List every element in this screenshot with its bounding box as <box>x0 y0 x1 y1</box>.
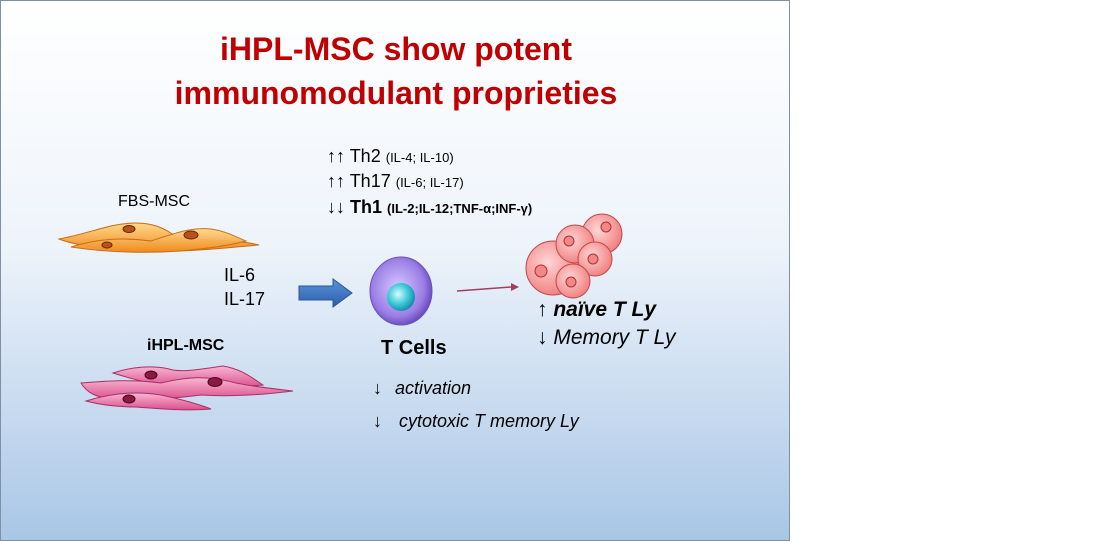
title-line-1: iHPL-MSC show potent <box>220 31 572 67</box>
memory-ly-text: Memory T Ly <box>553 326 676 349</box>
tcell-effect-activation: ↓ activation <box>373 378 471 399</box>
th17-arrows: ↑↑ <box>327 171 345 191</box>
fbs-nucleus-3 <box>101 241 113 249</box>
naive-effect: ↑ naïve T Ly <box>537 298 656 322</box>
naive-text: naïve T Ly <box>553 298 657 321</box>
fbs-msc-cells <box>57 222 260 253</box>
fbs-nucleus-1 <box>122 225 136 233</box>
thin-right-arrow <box>456 286 512 292</box>
tcell-icon <box>369 256 433 326</box>
th1-arrows: ↓↓ <box>327 197 345 217</box>
ihpl-nucleus-2 <box>207 377 223 387</box>
il6-label: IL-6 <box>224 265 256 285</box>
big-right-arrow <box>298 278 353 308</box>
ihpl-nucleus-3 <box>122 394 136 404</box>
memory-effect: ↓ Memory T Ly <box>537 326 675 350</box>
activation-text: activation <box>395 378 472 398</box>
fbs-cell-2 <box>70 228 248 253</box>
diagram-graphics <box>57 213 623 411</box>
th2-arrows: ↑↑ <box>327 146 345 166</box>
th17-label: Th17 <box>349 171 391 191</box>
memory-text: cytotoxic T memory Ly <box>399 411 579 431</box>
il17-label: IL-17 <box>224 289 266 309</box>
fbs-nucleus-2 <box>183 230 199 240</box>
th17-effect: ↑↑ Th17 (IL-6; IL-17) <box>327 171 464 192</box>
th17-cytokines: (IL-6; IL-17) <box>395 175 464 190</box>
th2-cytokines: (IL-4; IL-10) <box>385 150 454 165</box>
th2-label: Th2 <box>349 146 381 166</box>
activation-arrow: ↓ <box>373 378 382 398</box>
th1-effect: ↓↓ Th1 (IL-2;IL-12;TNF-α;INF-γ) <box>327 197 532 218</box>
tcells-label: T Cells <box>381 337 447 359</box>
ihpl-cell-3 <box>84 392 212 411</box>
th2-effect: ↑↑ Th2 (IL-4; IL-10) <box>327 146 454 167</box>
title-line-2: immunomodulant proprieties <box>174 75 618 111</box>
th1-label: Th1 <box>350 197 383 217</box>
memory-arrow: ↓ <box>373 411 382 431</box>
slide-canvas: iHPL-MSC show potent immunomodulant prop… <box>0 0 790 541</box>
lymphocyte-cluster-icon <box>525 213 623 299</box>
ihpl-msc-label: iHPL-MSC <box>147 337 225 354</box>
ihpl-msc-cells <box>80 365 294 411</box>
fbs-msc-label: FBS-MSC <box>118 193 190 210</box>
memory-ly-arrow: ↓ <box>537 326 548 349</box>
ihpl-nucleus-1 <box>144 370 158 380</box>
tcell-nucleus <box>387 283 415 311</box>
tcell-effect-memory: ↓ cytotoxic T memory Ly <box>373 411 579 432</box>
th1-cytokines: (IL-2;IL-12;TNF-α;INF-γ) <box>387 201 533 216</box>
naive-arrow: ↑ <box>537 298 548 321</box>
